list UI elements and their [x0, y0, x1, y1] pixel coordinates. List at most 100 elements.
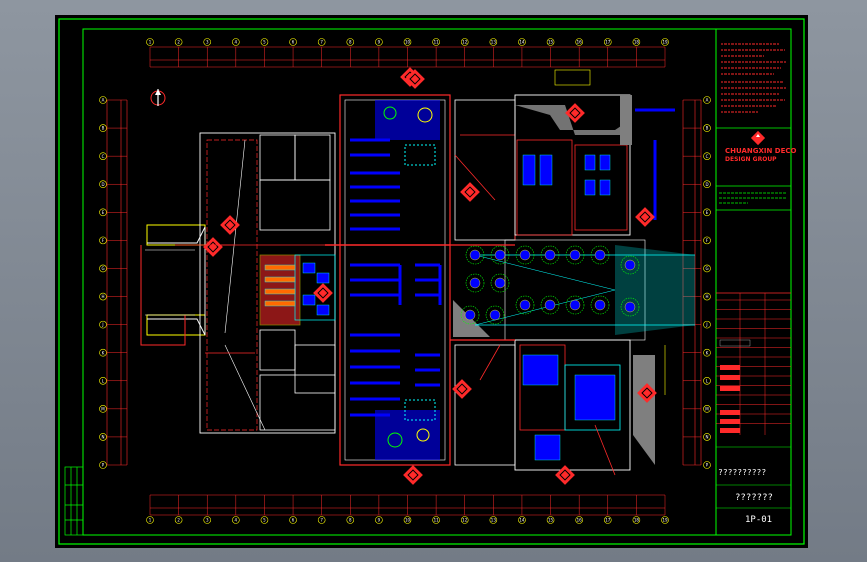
- north-arrow-icon: [150, 89, 166, 106]
- project-name: ??????????: [718, 468, 767, 477]
- svg-text:E: E: [706, 210, 709, 215]
- grid-bubble-col: 8: [346, 38, 355, 46]
- svg-text:17: 17: [605, 40, 611, 45]
- grid-bubble-row: C: [99, 152, 107, 160]
- round-table: [590, 245, 610, 265]
- svg-text:1: 1: [149, 518, 152, 523]
- svg-text:9: 9: [378, 518, 381, 523]
- svg-text:D: D: [705, 182, 708, 187]
- svg-text:B: B: [102, 126, 105, 131]
- round-table: [515, 245, 535, 265]
- svg-text:10: 10: [405, 40, 411, 45]
- section-marker-icon: [405, 69, 425, 89]
- svg-text:11: 11: [434, 518, 440, 523]
- svg-text:N: N: [102, 435, 105, 440]
- round-table: [565, 295, 585, 315]
- grid-bubble-row: K: [99, 348, 107, 357]
- svg-text:19: 19: [662, 518, 668, 523]
- grid-bubble-row: C: [703, 152, 711, 160]
- svg-text:K: K: [706, 350, 709, 355]
- grid-bubble-col: 11: [432, 38, 440, 46]
- svg-text:15: 15: [548, 40, 554, 45]
- section-marker-icon: [460, 182, 480, 202]
- svg-text:14: 14: [519, 518, 525, 523]
- grid-bubble-col: 16: [575, 516, 583, 524]
- grid-bubble-col: 13: [489, 38, 498, 46]
- grid-bubble-row: H: [99, 292, 107, 301]
- grid-bubble-row: A: [99, 96, 107, 104]
- svg-text:A: A: [102, 98, 105, 103]
- grid-bubble-col: 14: [518, 516, 526, 524]
- grid-bubble-col: 12: [460, 38, 469, 46]
- grid-bubble-row: G: [99, 264, 107, 273]
- svg-text:F: F: [102, 238, 105, 243]
- svg-text:17: 17: [605, 518, 611, 523]
- right-wing-yellow-walls: [554, 69, 666, 395]
- svg-text:L: L: [102, 378, 105, 383]
- grid-bubble-row: D: [703, 180, 711, 189]
- grid-bubble-col: 15: [546, 38, 555, 46]
- svg-text:B: B: [706, 126, 709, 131]
- grid-bubble-row: E: [703, 208, 711, 217]
- sheet-number: 1P-01: [745, 515, 773, 525]
- grid-bubble-row: D: [99, 180, 107, 189]
- grid-bubble-row: M: [99, 405, 107, 413]
- right-wing-counters: [635, 108, 675, 220]
- grid-bubble-col: 3: [203, 38, 212, 46]
- svg-text:18: 18: [634, 518, 640, 523]
- svg-text:9: 9: [378, 40, 381, 45]
- grid-bubble-col: 9: [375, 516, 383, 524]
- grid-bubble-row: L: [99, 376, 107, 385]
- grid-bubble-row: M: [703, 405, 711, 413]
- grid-bubble-col: 1: [146, 516, 154, 524]
- round-table: [540, 245, 560, 265]
- svg-text:P: P: [706, 463, 709, 468]
- grid-bubble-row: P: [703, 461, 711, 469]
- round-table: [620, 255, 640, 275]
- grid-bubble-col: 6: [289, 38, 297, 46]
- svg-text:C: C: [706, 154, 709, 159]
- svg-text:7: 7: [320, 40, 323, 45]
- svg-text:2: 2: [177, 518, 180, 523]
- annotation-lines: [175, 154, 616, 476]
- svg-text:1: 1: [149, 40, 152, 45]
- svg-text:C: C: [102, 154, 105, 159]
- grid-bubble-row: B: [99, 124, 107, 132]
- svg-text:14: 14: [519, 40, 525, 45]
- grid-bubble-row: J: [703, 320, 711, 329]
- svg-text:6: 6: [292, 518, 295, 523]
- section-marker-icon: [203, 237, 223, 257]
- grid-bubble-col: 14: [518, 38, 526, 46]
- svg-text:M: M: [101, 406, 105, 411]
- svg-text:8: 8: [349, 40, 352, 45]
- grid-bubble-col: 13: [489, 516, 498, 524]
- grid-bubble-row: J: [99, 320, 107, 329]
- company-name-line1: CHUANGXIN DECO: [725, 147, 797, 155]
- svg-text:16: 16: [577, 40, 583, 45]
- round-table: [490, 273, 510, 293]
- grid-bubble-col: 9: [375, 38, 383, 46]
- svg-text:13: 13: [491, 40, 497, 45]
- grid-bubble-col: 4: [232, 516, 240, 524]
- svg-text:16: 16: [577, 518, 583, 523]
- grid-bubble-row: H: [703, 292, 711, 301]
- outer-frame: [58, 18, 805, 545]
- grid-bubble-col: 3: [203, 516, 212, 524]
- svg-text:6: 6: [292, 40, 295, 45]
- title-block-cells: [719, 339, 751, 433]
- svg-text:2: 2: [177, 40, 180, 45]
- grid-bubble-col: 15: [546, 516, 555, 524]
- grid-bubble-row: F: [703, 236, 711, 245]
- svg-text:8: 8: [349, 518, 352, 523]
- company-logo-icon: [750, 130, 766, 146]
- grid-bubble-col: 8: [346, 516, 355, 524]
- svg-text:18: 18: [634, 40, 640, 45]
- svg-text:4: 4: [235, 518, 238, 523]
- grid-bubble-col: 7: [317, 516, 326, 524]
- grid-bubble-col: 5: [260, 38, 269, 46]
- round-table: [465, 273, 485, 293]
- grid-bubble-col: 1: [146, 38, 154, 46]
- planter-areas: [375, 100, 440, 460]
- grid-bubble-col: 6: [289, 516, 297, 524]
